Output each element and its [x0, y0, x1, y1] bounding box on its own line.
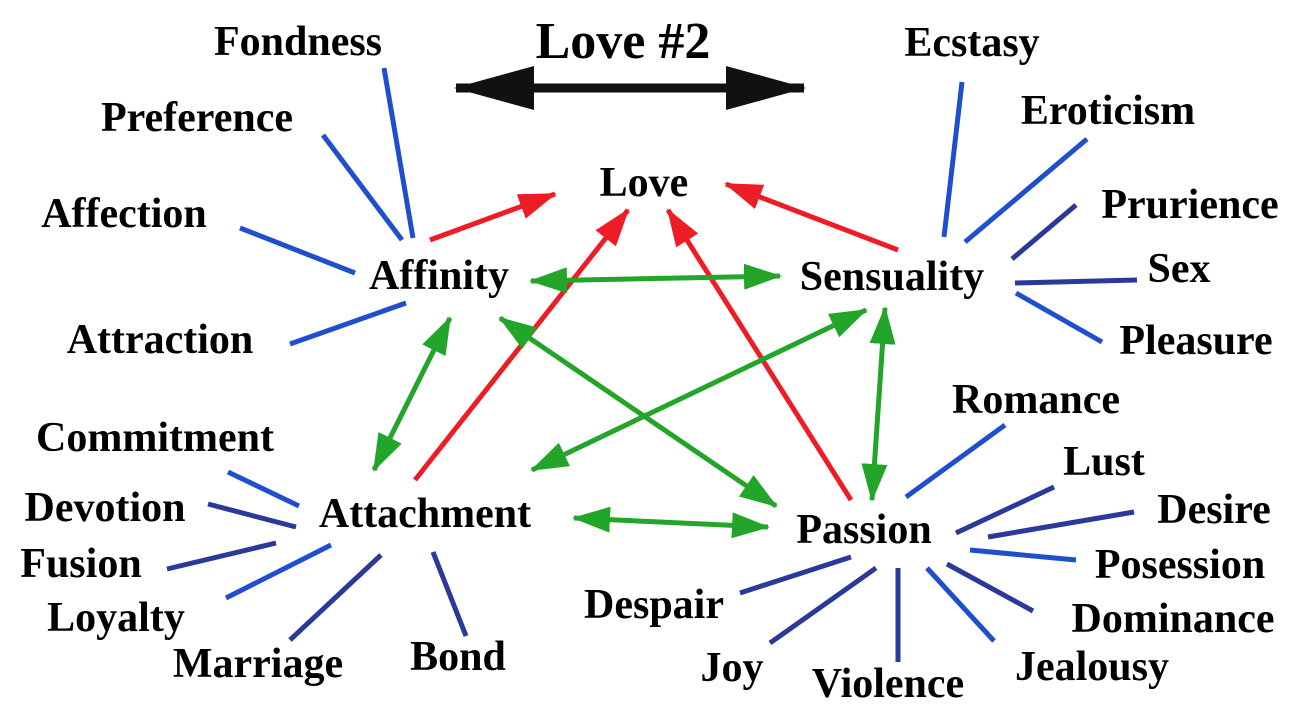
arrow-affinity-sensuality: [529, 263, 782, 294]
term-desire: Desire: [1157, 487, 1271, 533]
connector-pleasure: [1014, 290, 1104, 345]
connector-prurience: [1010, 203, 1078, 261]
term-prurience: Prurience: [1101, 182, 1278, 228]
term-posession: Posession: [1095, 542, 1265, 588]
sensuality-connectors: [941, 81, 1138, 345]
term-jealousy: Jealousy: [1015, 644, 1169, 690]
connector-attraction: [289, 300, 407, 347]
connector-jealousy: [925, 566, 996, 643]
term-romance: Romance: [952, 377, 1120, 423]
connector-eroticism: [963, 137, 1089, 244]
term-marriage: Marriage: [173, 641, 343, 687]
term-attraction: Attraction: [67, 317, 254, 363]
term-bond: Bond: [410, 634, 506, 680]
passion-connectors: [739, 422, 1135, 662]
hub-affinity: Affinity: [369, 253, 509, 299]
term-sex: Sex: [1148, 246, 1211, 292]
term-lust: Lust: [1063, 439, 1145, 485]
connector-dominance: [945, 561, 1035, 614]
term-pleasure: Pleasure: [1119, 318, 1272, 364]
term-joy: Joy: [701, 645, 764, 691]
connector-preference: [321, 133, 404, 242]
connector-affection: [239, 225, 356, 276]
arrow-affinity-attachment: [371, 316, 453, 472]
arrow-attachment-passion: [572, 506, 770, 539]
term-ecstasy: Ecstasy: [904, 20, 1039, 66]
term-eroticism: Eroticism: [1021, 88, 1195, 134]
term-preference: Preference: [101, 95, 293, 141]
connector-commitment: [226, 469, 301, 509]
connector-desire: [987, 509, 1135, 540]
term-devotion: Devotion: [25, 485, 186, 531]
connector-loyalty: [224, 542, 333, 601]
term-fondness: Fondness: [214, 19, 382, 65]
connector-posession: [969, 547, 1077, 563]
connector-lust: [954, 484, 1056, 536]
term-commitment: Commitment: [36, 415, 274, 461]
connector-sex: [1014, 277, 1138, 286]
term-despair: Despair: [584, 582, 724, 628]
connector-devotion: [207, 501, 297, 530]
term-loyalty: Loyalty: [47, 595, 185, 641]
hub-sensuality: Sensuality: [800, 254, 984, 300]
term-fusion: Fusion: [20, 541, 141, 587]
connector-joy: [768, 565, 878, 646]
term-violence: Violence: [812, 661, 964, 707]
diagram-title: Love #2: [536, 13, 711, 70]
hub-passion: Passion: [796, 507, 931, 553]
attachment-connectors: [166, 469, 469, 642]
affinity-connectors: [239, 67, 416, 347]
term-dominance: Dominance: [1072, 596, 1275, 642]
arrow-sensuality-to-love: [724, 181, 899, 253]
hub-attachment: Attachment: [319, 491, 531, 537]
connector-despair: [739, 554, 852, 596]
connector-bond: [430, 551, 469, 637]
arrow-affinity-passion: [498, 315, 778, 509]
arrow-affinity-to-love: [429, 191, 557, 243]
arrow-sensuality-passion: [861, 306, 896, 502]
arrow-sensuality-attachment: [530, 307, 868, 473]
connector-fusion: [166, 540, 277, 572]
connector-romance: [904, 422, 1007, 500]
connector-ecstasy: [941, 81, 965, 238]
connector-marriage: [288, 553, 383, 642]
term-affection: Affection: [41, 191, 207, 237]
connector-fondness: [381, 67, 416, 239]
center-label-love: Love: [600, 160, 689, 206]
